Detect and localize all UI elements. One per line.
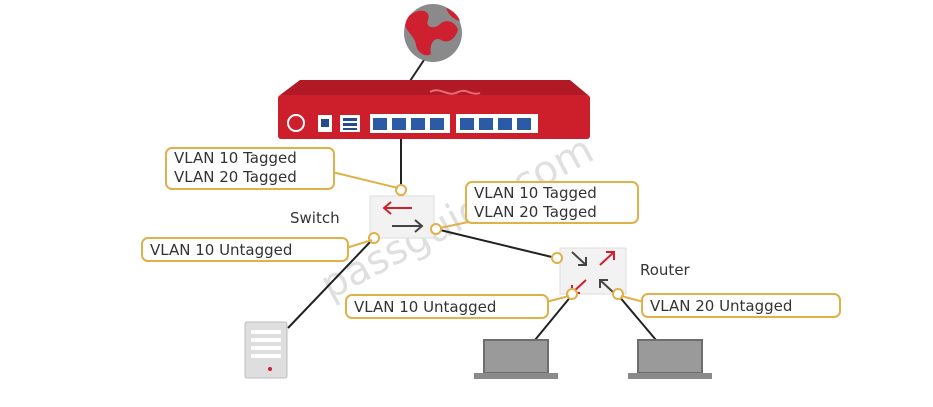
label-uplink-vlan10-tagged: VLAN 10 Tagged	[474, 184, 597, 202]
firewall-port-group-2	[456, 114, 538, 133]
laptop-1-icon	[474, 339, 558, 379]
switch-arrows-icon	[382, 201, 424, 233]
link-switch-server	[287, 239, 373, 329]
switch-label: Switch	[290, 209, 340, 227]
label-uplink-vlan20-tagged: VLAN 20 Tagged	[474, 203, 597, 221]
router-label: Router	[640, 261, 691, 279]
label-laptop1-vlan10-untagged: VLAN 10 Untagged	[354, 298, 496, 316]
laptop-2-icon	[628, 339, 712, 379]
router-arrows-icon	[571, 251, 615, 294]
firewall-appliance	[278, 80, 590, 139]
internet-globe-icon	[404, 4, 462, 62]
label-firewall-switch: VLAN 10 Tagged VLAN 20 Tagged	[165, 147, 399, 190]
firewall-port-group-1	[370, 114, 450, 133]
label-switch-router: VLAN 10 Tagged VLAN 20 Tagged	[439, 181, 639, 229]
router-device: Router	[559, 247, 691, 295]
link-router-laptop1	[534, 294, 573, 341]
link-router-laptop2	[617, 294, 657, 341]
server-icon	[244, 321, 288, 379]
label-fw-vlan20-tagged: VLAN 20 Tagged	[174, 168, 297, 186]
label-switch-server: VLAN 10 Untagged	[141, 237, 373, 262]
label-server-vlan10-untagged: VLAN 10 Untagged	[150, 241, 292, 259]
label-router-laptop2: VLAN 20 Untagged	[620, 293, 841, 318]
label-fw-vlan10-tagged: VLAN 10 Tagged	[174, 149, 297, 167]
port-markers	[368, 184, 624, 300]
link-switch-router	[439, 229, 557, 259]
label-router-laptop1: VLAN 10 Untagged	[345, 294, 570, 319]
firewall-logo-icon	[287, 114, 305, 132]
switch-device: Switch	[290, 195, 435, 239]
label-laptop2-vlan20-untagged: VLAN 20 Untagged	[650, 297, 792, 315]
